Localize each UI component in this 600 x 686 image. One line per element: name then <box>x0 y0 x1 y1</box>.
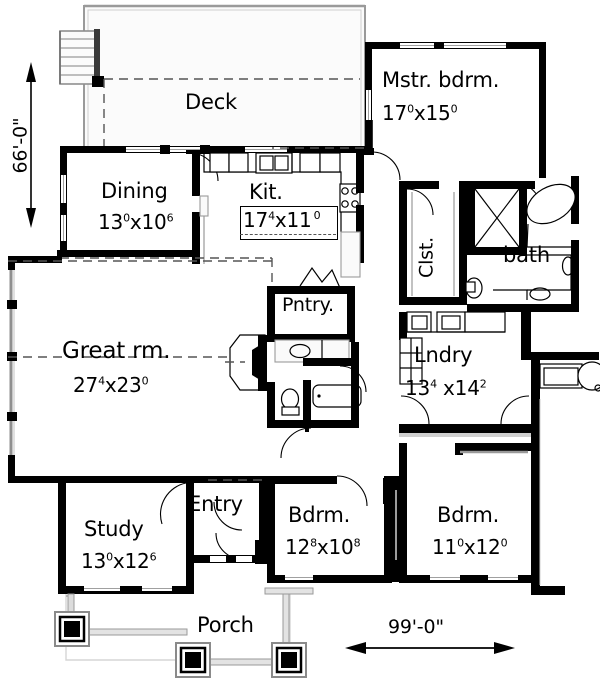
room-dim-dining: 130x106 <box>98 210 174 234</box>
porch-column <box>54 611 90 647</box>
depth-dimension-arrow <box>26 62 36 228</box>
room-dim-master-bedroom: 170x150 <box>382 101 458 125</box>
room-label-great-room: Great rm. <box>62 338 171 364</box>
closet-bath-walls <box>399 176 579 312</box>
dim-w: 27 <box>73 373 99 397</box>
laundry-walls <box>399 311 531 461</box>
dim-h: 23 <box>116 373 142 397</box>
powder-room-fixtures <box>267 339 367 459</box>
dim-w: 13 <box>98 210 124 234</box>
island-guide <box>240 234 336 235</box>
dim-h: 11 <box>286 208 312 232</box>
room-label-pantry: Pntry. <box>282 294 334 316</box>
dim-h: 15 <box>425 101 451 125</box>
room-label-kitchen: Kit. <box>249 180 283 204</box>
dim-h-inches: 2 <box>479 377 487 391</box>
dim-w: 17 <box>243 208 269 232</box>
dim-h: 10 <box>141 210 167 234</box>
porch-column <box>175 642 211 678</box>
dim-h-inches: 6 <box>166 211 174 225</box>
room-label-bath: bath <box>503 243 550 267</box>
room-label-porch: Porch <box>197 613 254 637</box>
room-label-master-bedroom: Mstr. bdrm. <box>382 68 500 92</box>
dim-w: 11 <box>432 535 458 559</box>
garage-wall <box>531 352 600 595</box>
dim-w: 13 <box>81 549 107 573</box>
dim-h-inches: 0 <box>141 374 149 388</box>
room-label-bedroom-3: Bdrm. <box>437 503 500 527</box>
dim-h: 12 <box>475 535 501 559</box>
room-label-entry: Entry <box>188 492 243 516</box>
kitchen-fixtures <box>199 152 364 278</box>
room-dim-laundry: 134 x142 <box>405 376 487 400</box>
dim-w-inches: 4 <box>268 209 275 223</box>
room-label-deck: Deck <box>185 90 237 114</box>
room-label-study: Study <box>84 517 144 541</box>
room-label-closet: Clst. <box>415 237 438 278</box>
dim-w-inches: 0 <box>407 102 414 116</box>
master-bedroom-walls <box>363 42 546 181</box>
fireplace <box>225 334 267 391</box>
porch-columns <box>54 611 307 678</box>
room-dim-bedroom-3: 110x120 <box>432 535 508 559</box>
porch-column <box>271 642 307 678</box>
dim-w-inches: 0 <box>457 536 464 550</box>
dim-w-inches: 0 <box>123 211 130 225</box>
dim-w-inches: 4 <box>98 374 105 388</box>
overall-width-dimension: 99'-0" <box>388 616 444 638</box>
room-dim-bedroom-2: 128x108 <box>285 535 361 559</box>
study-entry-walls <box>58 482 314 666</box>
dim-h-inches: 6 <box>149 550 157 564</box>
dim-h: 10 <box>328 535 354 559</box>
overall-depth-dimension: 66'-0" <box>9 117 32 174</box>
room-label-laundry: Lndry <box>414 343 473 367</box>
pantry-walls <box>267 266 355 342</box>
dim-w: 12 <box>285 535 311 559</box>
dim-h-inches: 0 <box>450 102 458 116</box>
dim-h: 12 <box>124 549 150 573</box>
deck-stairs <box>59 29 104 87</box>
room-dim-great-room: 274x230 <box>73 373 149 397</box>
dim-w-inches: 8 <box>310 536 317 550</box>
dim-w-inches: 0 <box>106 550 113 564</box>
dim-w: 13 <box>405 376 431 400</box>
width-dimension-arrow <box>345 642 515 654</box>
room-label-dining: Dining <box>101 179 168 203</box>
dim-h-inches: 8 <box>353 536 361 550</box>
dim-w-inches: 4 <box>430 377 437 391</box>
dim-w: 17 <box>382 101 408 125</box>
bedroom-walls <box>267 461 531 583</box>
dim-h-inches: 0 <box>500 536 508 550</box>
dim-h-inches: 0 <box>313 209 321 223</box>
room-dim-study: 130x126 <box>81 549 157 573</box>
room-label-bedroom-2: Bdrm. <box>288 503 351 527</box>
dim-h: 14 <box>454 376 480 400</box>
